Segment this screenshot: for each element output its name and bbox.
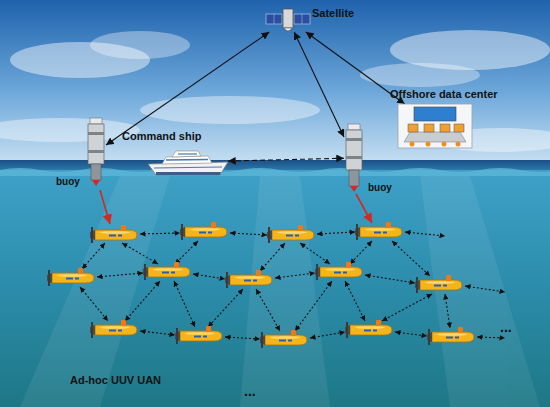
comm-link <box>306 32 405 104</box>
uuv-fleet <box>47 222 474 348</box>
clouds <box>0 30 550 152</box>
datacenter-icon <box>398 104 472 148</box>
light-rays <box>20 176 540 407</box>
water-surface <box>0 168 550 176</box>
node-label: Satellite <box>312 7 354 19</box>
uuv-vehicle <box>180 222 227 240</box>
uuv-vehicle <box>90 320 137 338</box>
buoy-icon <box>86 118 106 186</box>
uuv-vehicle <box>345 320 392 338</box>
comm-link <box>228 158 344 161</box>
data-center-node: Offshore data center <box>398 104 472 148</box>
sky <box>0 0 550 170</box>
uuv-vehicle <box>90 225 137 243</box>
ellipsis-mark: ... <box>500 320 512 335</box>
uuv-vehicle <box>415 275 462 293</box>
uuv-vehicle <box>175 326 222 344</box>
uuv-vehicle <box>315 262 362 280</box>
buoy-downlinks <box>100 190 372 224</box>
node-label: buoy <box>368 182 392 193</box>
network-caption: Ad-hoc UUV UAN <box>70 374 161 386</box>
uuv-vehicle <box>47 268 94 286</box>
uuv-vehicle <box>225 270 272 288</box>
satellite-node: Satellite <box>266 6 310 32</box>
uuv-vehicle <box>143 262 190 280</box>
node-label: Command ship <box>122 130 201 142</box>
buoy-node: buoy <box>86 118 106 186</box>
buoy-icon <box>344 124 364 192</box>
node-label: buoy <box>56 176 80 187</box>
node-label: Offshore data center <box>390 88 498 100</box>
uuv-vehicle <box>260 330 307 348</box>
underwater <box>0 170 550 407</box>
ship-icon <box>148 148 228 176</box>
satellite-icon <box>266 6 310 32</box>
uuv-vehicle <box>427 327 474 345</box>
comm-link <box>294 32 344 137</box>
uuv-vehicle <box>267 225 314 243</box>
command-ship-node: Command ship <box>148 148 228 176</box>
buoy-node: buoy <box>344 124 364 192</box>
uuv-vehicle <box>355 222 402 240</box>
ellipsis-mark: ... <box>244 384 256 399</box>
comm-link <box>106 32 269 145</box>
acoustic-links <box>80 232 505 339</box>
